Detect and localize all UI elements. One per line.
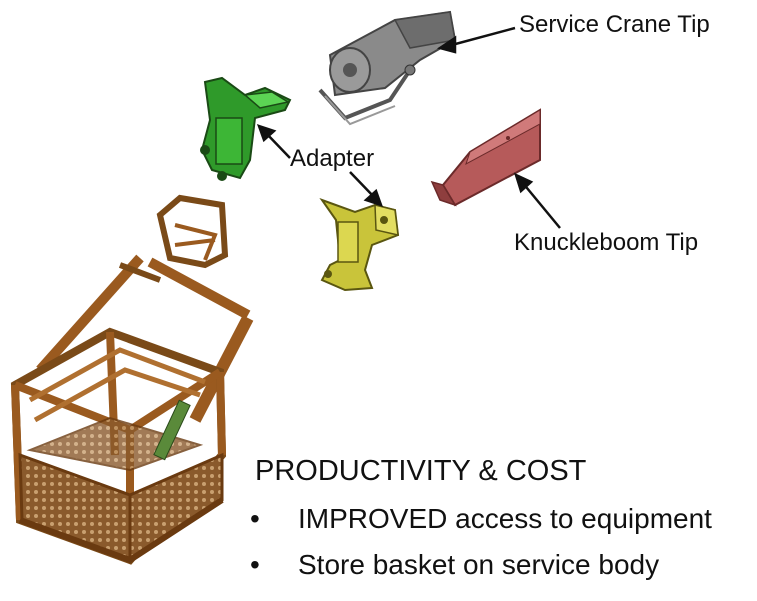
yellow-adapter-part [319,197,400,292]
basket-part [10,194,254,565]
knuckleboom-tip-arrow [521,181,561,229]
bullet-icon: • [250,503,260,534]
productivity-heading: PRODUCTIVITY & COST [255,455,587,487]
green-adapter-part [200,76,292,181]
adapter-arrow-green-head [256,124,277,143]
bullet-text: IMPROVED access to equipment [298,503,712,534]
bullet-icon: • [250,549,260,580]
list-item: • IMPROVED access to equipment [250,501,712,547]
service-crane-tip-part [318,10,457,126]
adapter-arrow-yellow [349,171,376,199]
knuckleboom-tip-arrowhead [513,172,534,194]
adapter-label: Adapter [290,145,375,172]
benefits-list: • IMPROVED access to equipment • Store bas… [250,501,712,593]
service-crane-tip-label: Service Crane Tip [519,11,710,38]
knuckleboom-tip-label: Knuckleboom Tip [514,229,699,256]
list-item: • Store basket on service body [250,547,712,593]
service-crane-tip-arrow [447,26,516,48]
leader-arrows [256,26,561,229]
bullet-text: Store basket on service body [298,549,660,580]
knuckleboom-tip-part [430,108,541,207]
adapter-arrow-yellow-head [363,188,384,207]
service-crane-tip-arrowhead [437,35,457,54]
